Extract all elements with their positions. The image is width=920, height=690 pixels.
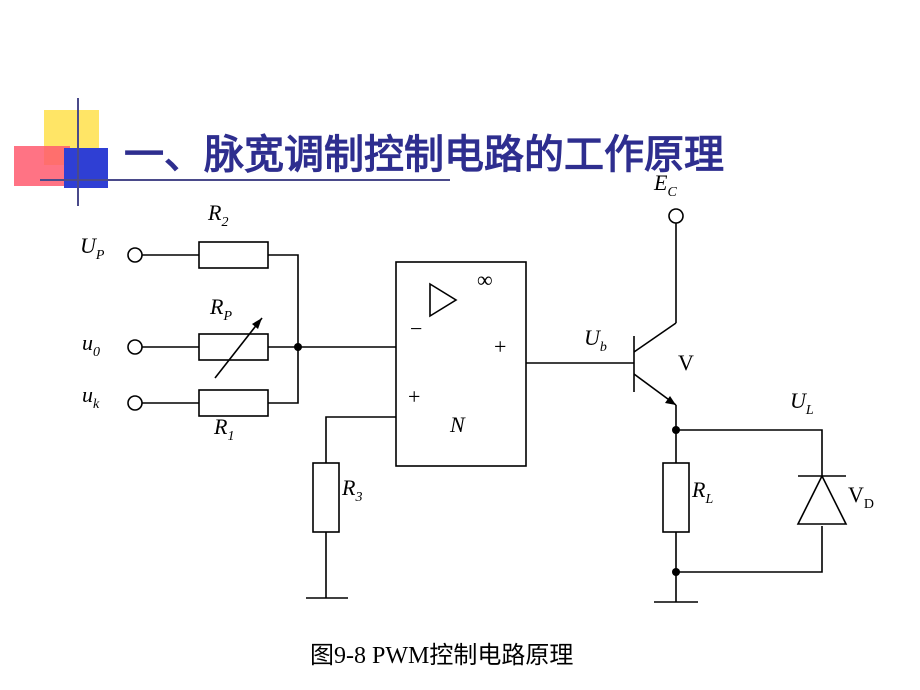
resistor-rl xyxy=(662,462,690,533)
input-terminal-up xyxy=(127,247,143,263)
opamp-plus-output-sign: + xyxy=(494,334,506,359)
label-rp: RP xyxy=(209,294,232,324)
label-r1: R1 xyxy=(213,414,234,444)
input-label-up: UP xyxy=(80,233,105,263)
transistor-v xyxy=(633,322,677,406)
opamp-gain: ∞ xyxy=(477,267,493,292)
label-ec: EC xyxy=(653,170,677,200)
opamp-triangle-icon xyxy=(429,282,458,318)
opamp-name: N xyxy=(449,412,466,437)
label-ul: UL xyxy=(790,388,814,418)
emitter-load-wires xyxy=(675,405,823,602)
resistor-rp xyxy=(198,333,269,361)
opamp-plus-input-sign: + xyxy=(408,384,420,409)
input-terminal-uk xyxy=(127,395,143,411)
input-wires xyxy=(142,254,396,404)
figure-caption: 图9-8 PWM控制电路原理 xyxy=(310,642,573,669)
rp-adjust-arrow xyxy=(214,317,263,379)
diode-vd xyxy=(796,474,848,525)
resistor-r2 xyxy=(198,241,269,269)
title-decoration xyxy=(14,98,450,206)
resistor-r3 xyxy=(312,462,340,533)
junction-node-bottom xyxy=(672,568,680,576)
label-r2: R2 xyxy=(207,200,228,230)
r3-wire xyxy=(325,416,396,598)
label-r3: R3 xyxy=(341,475,362,505)
input-label-u0: u0 xyxy=(82,330,100,360)
resistor-r1 xyxy=(198,389,269,417)
label-ub: Ub xyxy=(584,325,607,355)
junction-node-top xyxy=(672,426,680,434)
deco-blue-square xyxy=(64,148,108,188)
transistor-label: V xyxy=(678,350,694,375)
junction-node-input xyxy=(294,343,302,351)
input-terminal-u0 xyxy=(127,339,143,355)
opamp-minus-sign: − xyxy=(410,316,422,341)
label-vd: VD xyxy=(848,482,874,512)
supply-terminal-ec xyxy=(668,208,684,224)
slide-title: 一、脉宽调制控制电路的工作原理 xyxy=(124,132,724,178)
input-label-uk: uk xyxy=(82,382,100,412)
opamp-box xyxy=(395,261,527,467)
label-rl: RL xyxy=(691,477,713,507)
